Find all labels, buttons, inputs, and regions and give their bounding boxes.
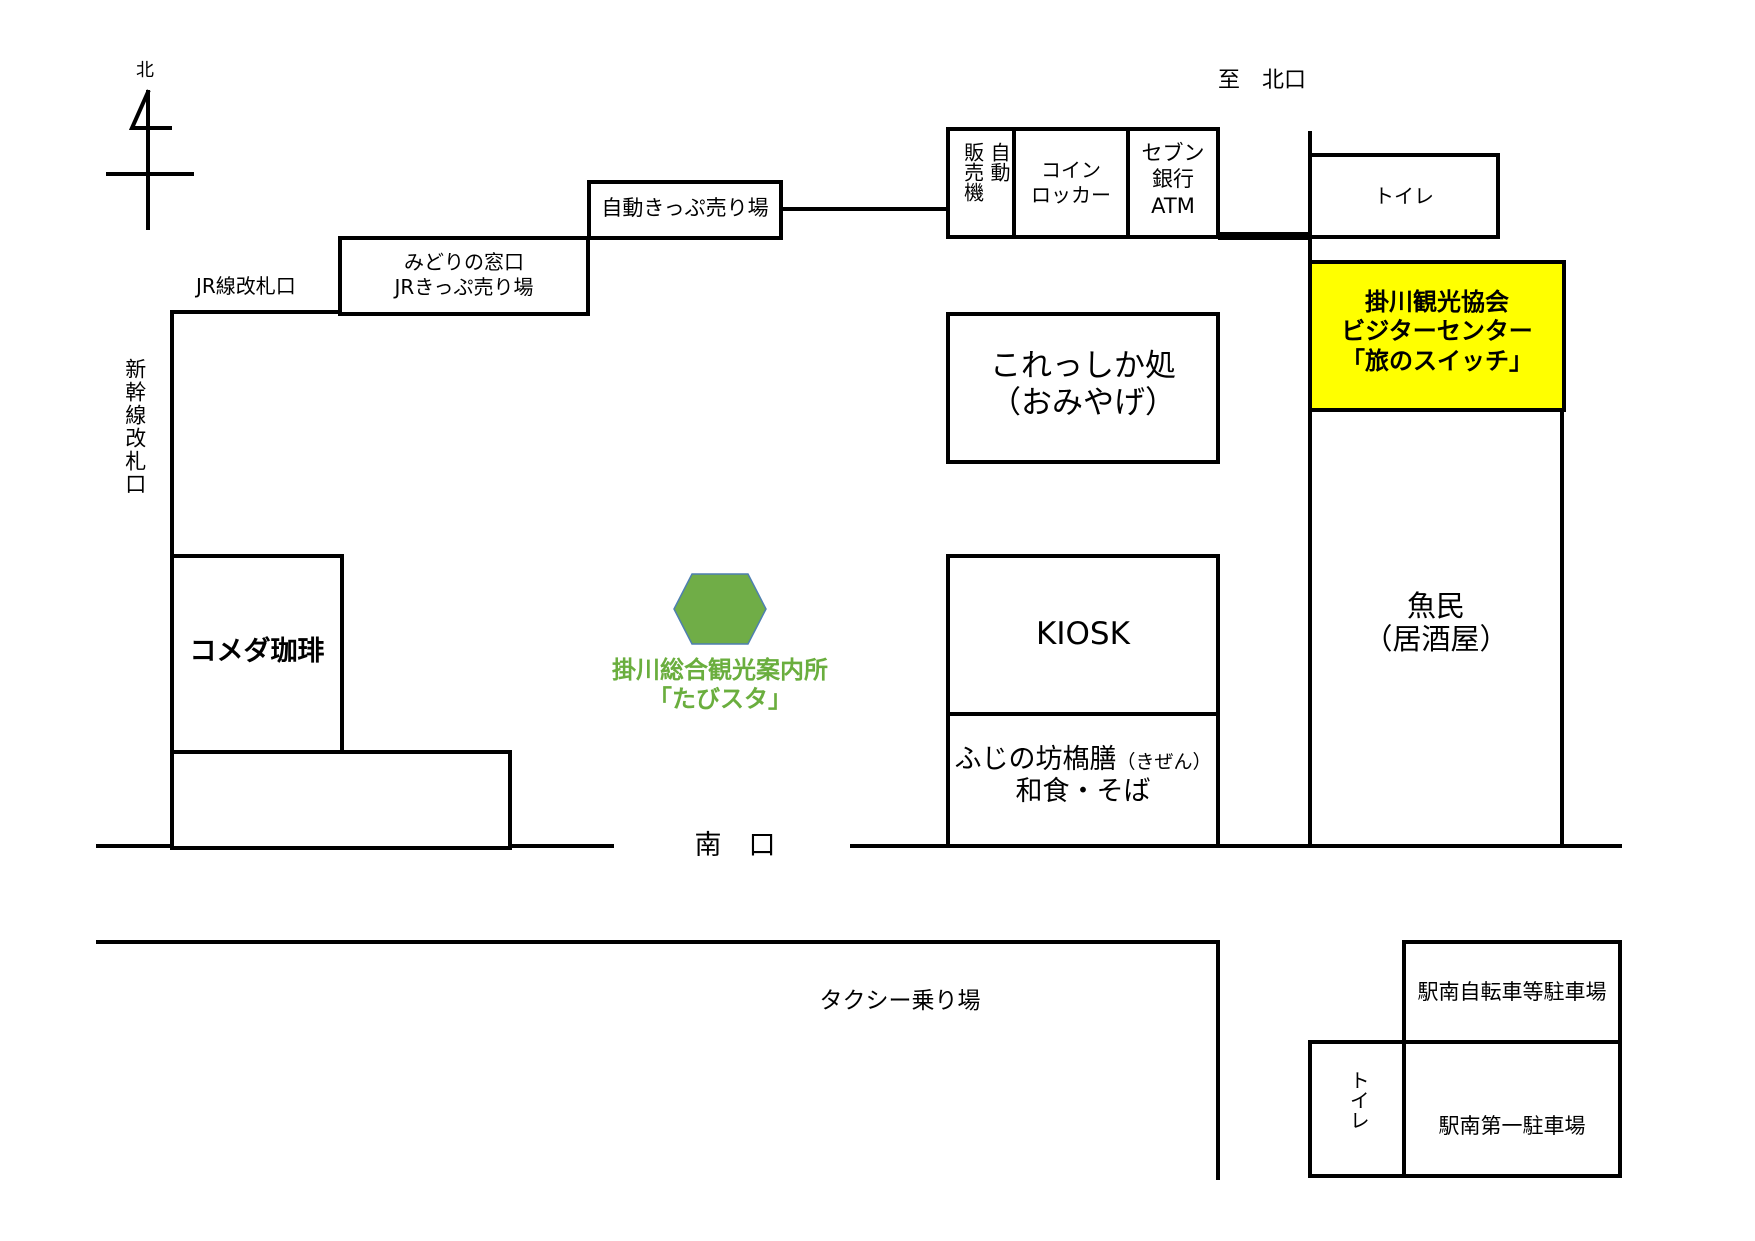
visitor-center-org: 掛川観光協会: [1365, 288, 1509, 316]
uotami-label: 魚民 （居酒屋）: [1310, 589, 1562, 657]
kiosk-label: KIOSK: [1036, 616, 1130, 652]
toilet-south-area: [1308, 1040, 1406, 1178]
fujinobo-restaurant: [946, 712, 1220, 848]
komeda-label: コメダ珈琲: [189, 636, 325, 667]
uotami-name: 魚民: [1406, 589, 1465, 623]
fujinobo-name-row: ふじの坊𣘺膳（きぜん）: [946, 744, 1220, 776]
tourist-info-nickname: 「たびスタ」: [648, 684, 792, 713]
seven-bank-atm-area: [1126, 127, 1220, 239]
south-exit-label: 南 口: [694, 830, 776, 861]
parking-lot-1-area: [1402, 1040, 1622, 1178]
fujinobo-name: ふじの坊𣘺膳: [954, 744, 1117, 775]
to-north-exit-label: 至 北口: [1218, 68, 1307, 93]
midori-window-area: [338, 236, 590, 316]
auto-ticket-label: 自動きっぷ売り場: [601, 196, 769, 220]
north-arrow-icon: [106, 89, 194, 230]
koresshika-name: これっしか処: [990, 348, 1176, 384]
tourist-info-hexagon-icon: [673, 573, 767, 645]
fujinobo-reading: （きぜん）: [1116, 751, 1212, 773]
toilet-south-label: トイレ: [1344, 1070, 1372, 1130]
visitor-center-label: 掛川観光協会 ビジターセンター 「旅のスイッチ」: [1308, 288, 1566, 376]
coin-locker-line2: ロッカー: [1031, 183, 1111, 207]
koresshika-shop: [946, 312, 1220, 464]
toilet-north-area: [1308, 153, 1500, 239]
vending-machine-col1: 自動: [987, 142, 1011, 182]
coin-locker-label: コイン ロッカー: [1012, 158, 1130, 208]
jr-ticket-office-name: JRきっぷ売り場: [394, 275, 534, 299]
tourist-info-name: 掛川総合観光案内所: [612, 656, 828, 684]
visitor-center: [1308, 260, 1566, 412]
shinkansen-gate-text: 新幹線改札口: [122, 358, 147, 496]
jr-gate-label: JR線改札口: [196, 274, 296, 298]
komeda-coffee: [170, 554, 344, 754]
koresshika-type: （おみやげ）: [990, 385, 1176, 422]
toilet-north-label: トイレ: [1374, 184, 1434, 208]
seven-bank-line2: 銀行: [1152, 167, 1194, 192]
auto-ticket-area: [587, 180, 783, 240]
visitor-center-type: ビジターセンター: [1341, 317, 1533, 346]
seven-bank-line3: ATM: [1151, 193, 1195, 218]
fujinobo-type: 和食・そば: [1015, 776, 1151, 808]
midori-window-name: みどりの窓口: [404, 250, 524, 274]
toilet-south-text: トイレ: [1346, 1070, 1371, 1130]
vending-machine-label: 自動 販売機: [956, 142, 1011, 202]
visitor-center-name: 「旅のスイッチ」: [1341, 346, 1533, 375]
compass-north-label: 北: [136, 60, 154, 81]
seven-bank-atm-label: セブン 銀行 ATM: [1126, 140, 1220, 219]
bicycle-parking-label: 駅南自転車等駐車場: [1417, 980, 1607, 1004]
shinkansen-gate-label: 新幹線改札口: [120, 358, 148, 496]
parking-lot-1-label: 駅南第一駐車場: [1438, 1114, 1586, 1138]
tourist-info-label: 掛川総合観光案内所 「たびスタ」: [560, 656, 880, 714]
seven-bank-line1: セブン: [1141, 141, 1205, 165]
taxi-stand-label: タクシー乗り場: [819, 988, 981, 1014]
koresshika-label: これっしか処 （おみやげ）: [946, 348, 1220, 422]
coin-locker-line1: コイン: [1041, 158, 1101, 182]
uotami-type: （居酒屋）: [1363, 622, 1509, 657]
komeda-annex: [170, 750, 512, 850]
midori-window-label: みどりの窓口 JRきっぷ売り場: [338, 250, 590, 300]
fujinobo-label: ふじの坊𣘺膳（きぜん） 和食・そば: [946, 744, 1220, 809]
vending-machine-col2: 販売機: [960, 142, 985, 202]
